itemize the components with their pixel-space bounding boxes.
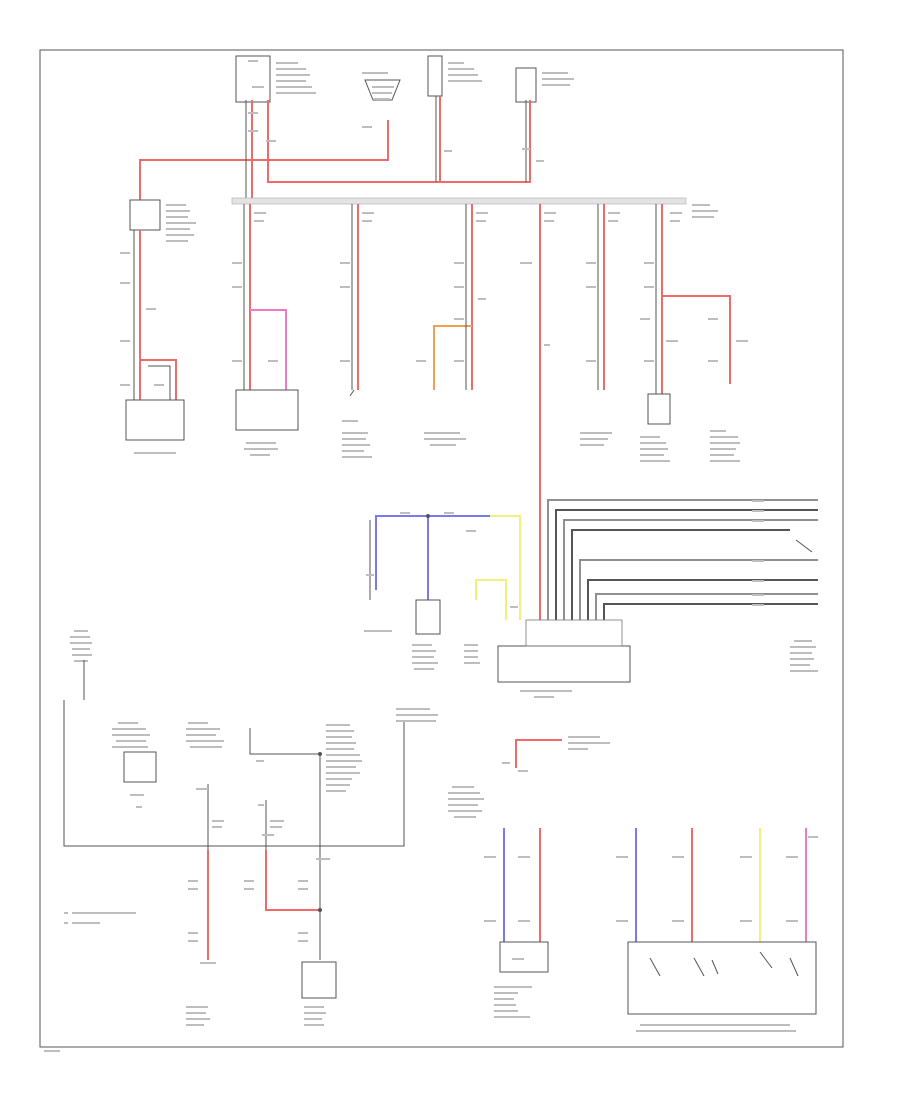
instrument-cluster (497, 619, 631, 698)
fuse-branch-3 (416, 204, 488, 446)
top-sensor (362, 72, 401, 101)
lower-right-switch-block (616, 828, 818, 1032)
seat-control-module (120, 199, 196, 454)
lower-left-fuses (186, 784, 337, 1026)
legend (64, 912, 136, 924)
multiwire-bundle (547, 499, 818, 672)
lower-left-components (112, 708, 438, 846)
top-module-center (427, 55, 482, 97)
lower-right-module-left (448, 786, 549, 1018)
fuse-branch-2 (340, 204, 374, 458)
fuse-branch-1 (232, 204, 299, 456)
fuse-branch-4 (520, 204, 556, 620)
top-module-left (235, 55, 316, 103)
fuse-branch-5 (580, 204, 620, 446)
blue-yellow-circuit (364, 512, 521, 670)
fuse-branch-6 (640, 204, 748, 462)
top-wiring (139, 96, 544, 200)
lower-right-connector (502, 736, 610, 772)
fuse-bus-bar (231, 197, 718, 218)
top-module-right (515, 67, 574, 103)
lower-left-ground (63, 630, 405, 847)
diagram-frame (39, 49, 844, 1048)
page-code-mark (44, 1050, 60, 1052)
